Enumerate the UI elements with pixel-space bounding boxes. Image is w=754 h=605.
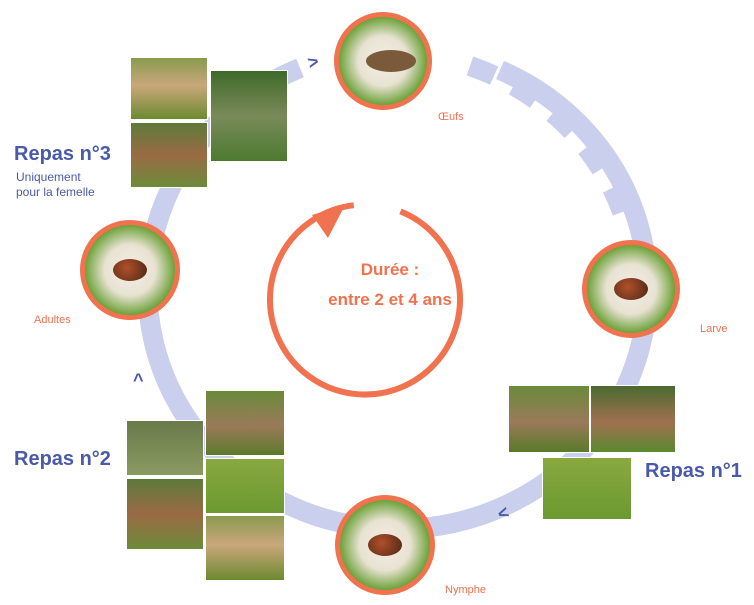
photo-cow bbox=[205, 515, 285, 581]
duration-value: entre 2 et 4 ans bbox=[328, 290, 452, 309]
stage-adults-image bbox=[80, 220, 180, 320]
duration-text: Durée : entre 2 et 4 ans bbox=[300, 255, 480, 315]
photo-mouse bbox=[508, 385, 590, 453]
tick-nymph-icon bbox=[368, 534, 402, 556]
stage-eggs-image bbox=[334, 12, 432, 110]
stage-nymph-image bbox=[335, 495, 435, 595]
stage-eggs-label: Œufs bbox=[438, 111, 464, 123]
eggs-icon bbox=[366, 50, 416, 72]
photo-hiker bbox=[210, 70, 288, 162]
chevron-up-icon: ^ bbox=[133, 370, 144, 390]
meal3-title: Repas n°3 bbox=[14, 143, 111, 165]
meal3-note-line2: pour la femelle bbox=[16, 185, 95, 199]
stage-adults-label: Adultes bbox=[34, 314, 71, 326]
duration-title: Durée : bbox=[360, 260, 420, 279]
photo-roe-deer bbox=[126, 478, 204, 550]
photo-cow bbox=[130, 57, 208, 120]
stage-larva-label: Larve bbox=[700, 323, 728, 335]
meal2-title: Repas n°2 bbox=[14, 448, 111, 470]
photo-blue-tit bbox=[542, 457, 632, 520]
tick-larva-icon bbox=[614, 278, 648, 300]
photo-lizard bbox=[126, 420, 204, 476]
tick-adult-icon bbox=[113, 259, 147, 281]
photo-mouse bbox=[205, 390, 285, 456]
duration-circle-arrow bbox=[266, 202, 463, 398]
cycle-ring-dashed bbox=[466, 56, 638, 233]
stage-larva-image bbox=[582, 240, 680, 338]
photo-roe-deer bbox=[590, 385, 676, 453]
stage-nymph-label: Nymphe bbox=[445, 584, 486, 596]
photo-roe-deer bbox=[130, 122, 208, 188]
meal1-title: Repas n°1 bbox=[645, 460, 742, 482]
photo-blue-tit bbox=[205, 458, 285, 514]
arrowhead-icon bbox=[312, 205, 345, 238]
meal3-note-line1: Uniquement bbox=[16, 170, 81, 184]
